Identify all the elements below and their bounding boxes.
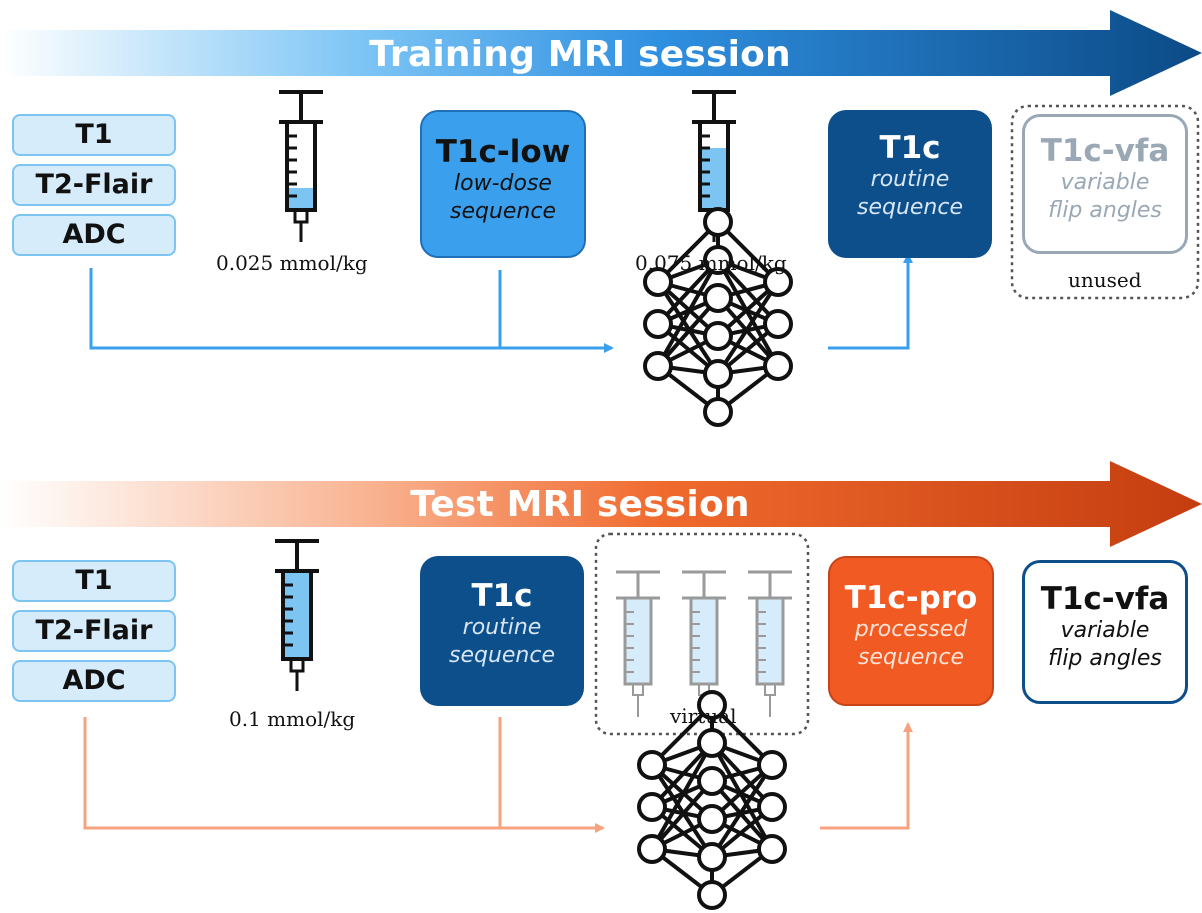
t1c-pro-sub2: sequence	[857, 645, 964, 670]
t1c-low-title: T1c-low	[435, 134, 571, 170]
t1c-pro-sub1: processed	[854, 617, 968, 642]
t1c-vfa-box-training: T1c-vfa variable flip angles	[1022, 114, 1188, 254]
t1c-pro-box: T1c-pro processed sequence	[828, 556, 994, 706]
test-dose: 0.1 mmol/kg	[229, 707, 356, 731]
t1c-sub2-training: sequence	[856, 195, 963, 220]
training-dose-routine: 0.075 mmol/kg	[635, 251, 787, 275]
t1c-sub1-training: routine	[870, 167, 950, 192]
unused-label: unused	[1068, 268, 1142, 292]
t1c-vfa-title-training: T1c-vfa	[1040, 133, 1170, 169]
training-input-t1: T1	[12, 114, 176, 156]
training-dose-low: 0.025 mmol/kg	[216, 251, 368, 275]
virtual-label: virtual	[670, 704, 737, 728]
t1c-vfa-sub1-training: variable	[1060, 170, 1150, 195]
test-input-t1: T1	[12, 560, 176, 602]
test-banner-arrow	[0, 461, 1202, 547]
t1c-title-test: T1c	[471, 578, 533, 614]
t1c-low-box: T1c-low low-dose sequence	[420, 110, 586, 258]
test-input-adc: ADC	[12, 660, 176, 702]
t1c-vfa-sub1-test: variable	[1060, 618, 1150, 643]
t1c-vfa-sub2-training: flip angles	[1048, 198, 1162, 223]
virtual-syringe-icon-1	[614, 570, 662, 719]
syringe-icon-full-dose	[273, 539, 321, 693]
t1c-low-sub1: low-dose	[454, 171, 552, 196]
training-session-title: Training MRI session	[369, 34, 791, 75]
unused-frame	[1010, 104, 1200, 300]
syringe-icon-low-dose	[277, 90, 325, 244]
t1c-sub1-test: routine	[462, 615, 542, 640]
t1c-title-training: T1c	[879, 130, 941, 166]
syringe-icon-routine-dose	[690, 90, 738, 244]
t1c-vfa-title-test: T1c-vfa	[1040, 581, 1170, 617]
training-banner-arrow	[0, 10, 1202, 96]
test-connectors	[83, 717, 913, 833]
training-input-t2-flair: T2-Flair	[12, 164, 176, 206]
t1c-routine-box-test: T1c routine sequence	[420, 556, 584, 706]
t1c-pro-title: T1c-pro	[844, 580, 978, 616]
t1c-routine-box-training: T1c routine sequence	[828, 110, 992, 258]
t1c-low-sub2: sequence	[449, 199, 556, 224]
test-input-t2-flair: T2-Flair	[12, 610, 176, 652]
test-session-title: Test MRI session	[410, 484, 750, 525]
t1c-sub2-test: sequence	[448, 643, 555, 668]
t1c-vfa-box-test: T1c-vfa variable flip angles	[1022, 560, 1188, 704]
training-input-adc: ADC	[12, 214, 176, 256]
neural-network-icon-training	[643, 207, 793, 427]
virtual-syringe-icon-3	[746, 570, 794, 719]
t1c-vfa-sub2-test: flip angles	[1048, 646, 1162, 671]
training-connectors	[89, 253, 913, 353]
